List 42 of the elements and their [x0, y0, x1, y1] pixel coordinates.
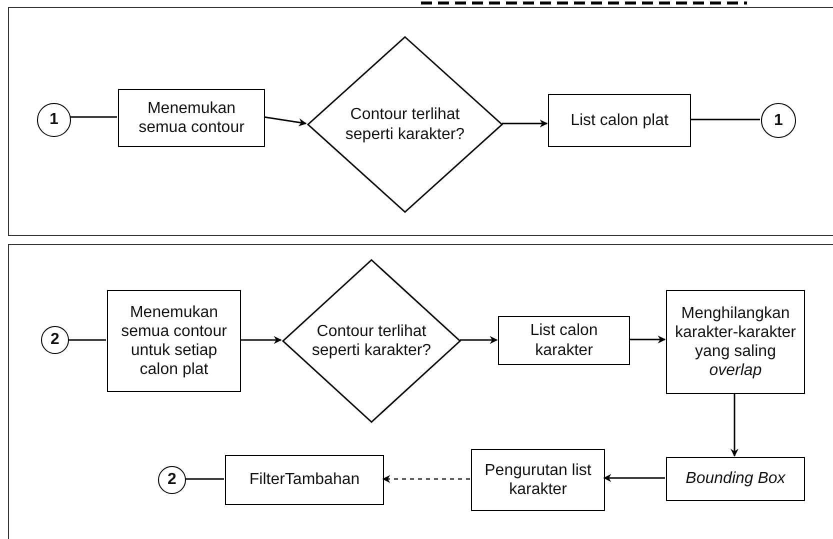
- arrow: [502, 120, 548, 128]
- connector-circle: [761, 103, 796, 138]
- connector-number: 1: [50, 110, 58, 130]
- connector-number: 2: [168, 470, 176, 490]
- arrow: [382, 475, 470, 483]
- process-box: [107, 290, 241, 392]
- connector-circle: [41, 326, 69, 354]
- node-text: Contour terlihat seperti karakter?: [344, 105, 466, 144]
- arrow: [730, 393, 738, 457]
- panel-frame: [8, 7, 833, 236]
- node-text: FilterTambahan: [249, 470, 360, 490]
- connector-line: [70, 116, 117, 118]
- connector-line: [185, 478, 224, 480]
- decision-diamond: [307, 36, 503, 213]
- process-box: [471, 449, 605, 511]
- arrow: [240, 336, 282, 344]
- arrow: [629, 336, 666, 344]
- node-text: List calon karakter: [529, 321, 599, 360]
- process-box: [666, 457, 805, 501]
- connector-circle: [37, 103, 71, 137]
- node-text: Menghilangkan karakter-karakter yang saling overlap: [674, 304, 797, 380]
- arrow: [264, 116, 307, 126]
- node-text: Contour terlihat seperti karakter?: [310, 322, 432, 360]
- node-text: Menemukan semua contour: [138, 98, 246, 138]
- connector-line: [68, 339, 106, 341]
- process-box: [118, 89, 265, 147]
- arrow: [460, 336, 498, 344]
- process-box: [548, 94, 691, 147]
- arrow: [603, 474, 665, 482]
- process-box: [225, 455, 384, 505]
- node-text: Menemukan semua contour untuk setiap calon plat: [120, 302, 228, 380]
- connector-circle: [158, 466, 186, 494]
- connector-number: 1: [774, 110, 783, 130]
- node-text: Pengurutan list karakter: [484, 460, 592, 500]
- process-box: [666, 290, 805, 394]
- node-text: Bounding Box: [686, 469, 786, 489]
- decision-diamond: [282, 259, 461, 423]
- connector-number: 2: [50, 330, 60, 350]
- panel-frame: [8, 244, 833, 539]
- process-box: [498, 316, 630, 365]
- connector-line: [690, 118, 760, 120]
- node-text: List calon plat: [570, 110, 668, 130]
